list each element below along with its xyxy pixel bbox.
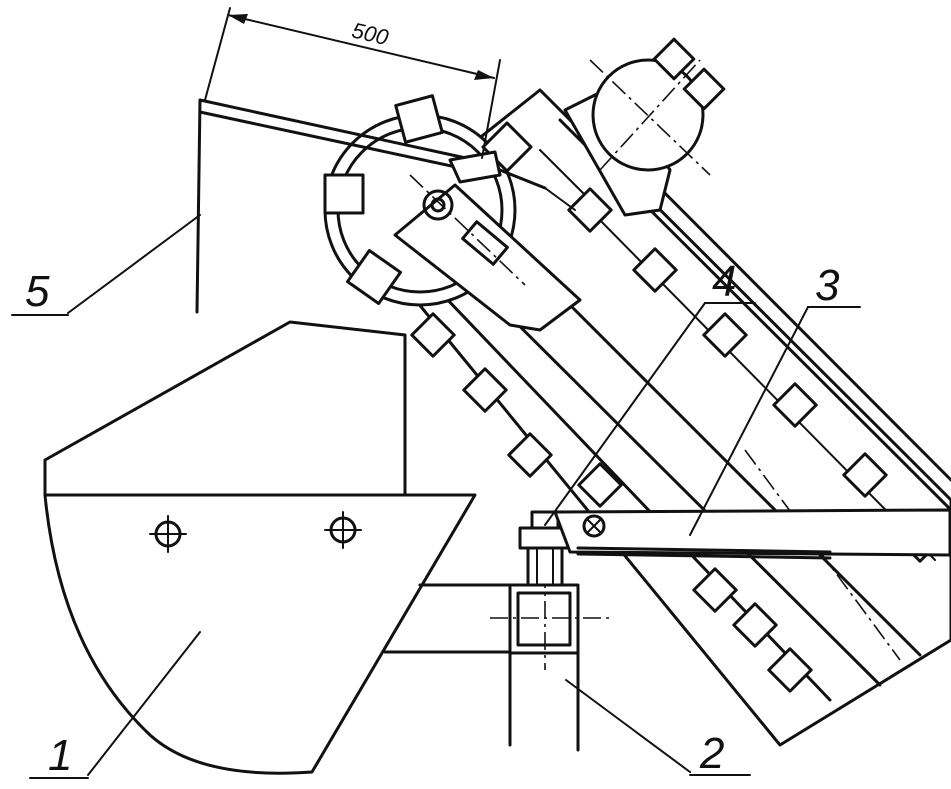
callout-5: 5: [11, 214, 201, 316]
callout-label-1: 1: [48, 731, 72, 780]
cross-bolt-symbol: [582, 514, 606, 538]
bolt-symbol: [324, 511, 362, 549]
guide-arm: [195, 98, 576, 314]
drive-plate: [393, 174, 582, 332]
motor: [563, 37, 726, 217]
callout-label-3: 3: [815, 261, 840, 310]
square-tube-support: [490, 510, 610, 670]
clamp-bracket: [553, 508, 951, 560]
callout-4: 4: [544, 257, 756, 526]
conveyor-flight: [410, 312, 813, 693]
callout-3: 3: [689, 261, 861, 536]
callout-label-2: 2: [699, 729, 724, 778]
bolt-symbol: [149, 515, 187, 553]
hopper-body: [43, 320, 477, 775]
callout-1: 1: [29, 631, 201, 780]
callout-label-4: 4: [712, 257, 736, 306]
callout-label-5: 5: [25, 267, 50, 316]
callout-2: 2: [565, 679, 751, 778]
